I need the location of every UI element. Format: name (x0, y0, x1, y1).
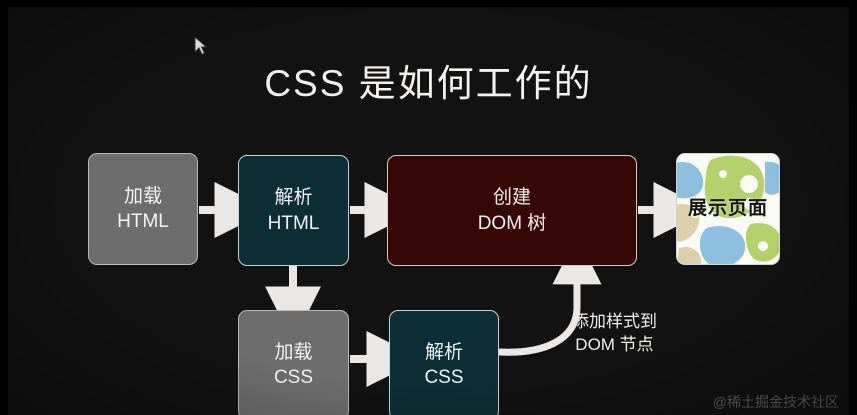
edge-label-line2: DOM 节点 (575, 334, 654, 354)
edge-label-line1: 添加样式到 (572, 312, 657, 331)
node-label-line2: CSS (424, 367, 464, 388)
node-parse-css[interactable]: 解析 CSS (389, 310, 499, 415)
watermark-text: @稀土掘金技术社区 (712, 394, 839, 410)
node-create-dom[interactable]: 创建 DOM 树 (387, 155, 637, 266)
node-label-line2: DOM 树 (477, 212, 547, 234)
slide-canvas: CSS 是如何工作的 加载 HTML (8, 7, 849, 415)
node-label-line1: 解析 (424, 341, 463, 363)
node-label-line2: HTML (117, 211, 169, 232)
page-title: CSS 是如何工作的 (264, 63, 593, 104)
node-label-line1: 解析 (274, 187, 313, 209)
arrow-parse-css-to-create-dom (496, 235, 602, 356)
node-label-line1: 加载 (123, 185, 162, 207)
node-label-line1: 展示页面 (687, 198, 768, 220)
mouse-cursor-icon (194, 36, 208, 56)
node-label-line2: HTML (267, 212, 320, 234)
node-label-line1: 加载 (274, 341, 313, 363)
node-label-line2: CSS (273, 367, 314, 388)
node-label-line1: 创建 (492, 187, 531, 209)
map-blob-thumbnail (677, 154, 779, 264)
node-show-page[interactable]: 展示页面 (676, 153, 780, 265)
node-load-css[interactable]: 加载 CSS (238, 310, 349, 415)
node-parse-html[interactable]: 解析 HTML (238, 155, 349, 266)
edge-label-add-style: 添加样式到 DOM 节点 (572, 311, 657, 357)
node-load-html[interactable]: 加载 HTML (88, 153, 198, 265)
